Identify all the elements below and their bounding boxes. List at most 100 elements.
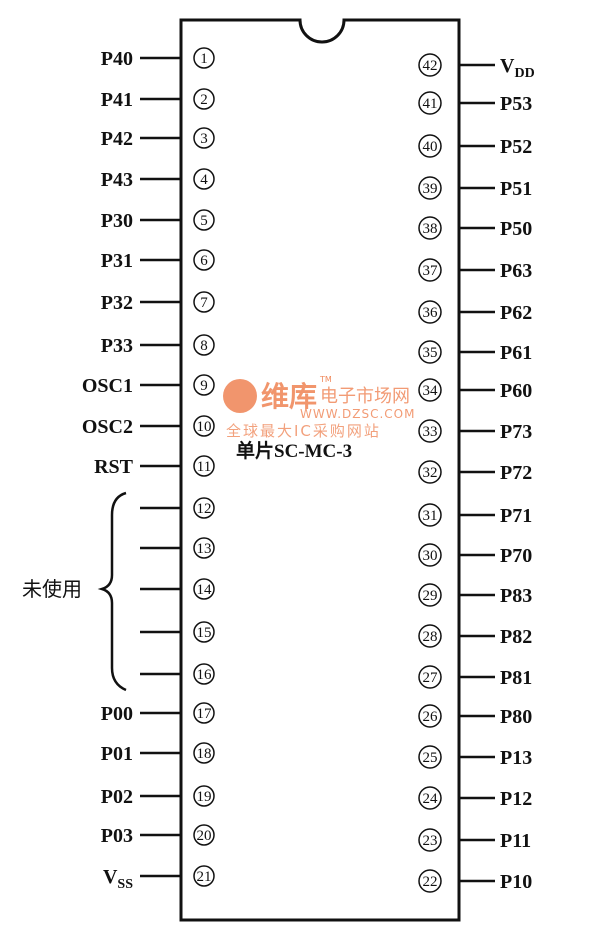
chip-label: 单片SC-MC-3 [236, 439, 352, 462]
pin-32: 32 P72 [418, 460, 532, 484]
pin-label: P62 [500, 302, 532, 324]
pin-label-text: P61 [500, 342, 532, 364]
pin-12: 12 [140, 497, 215, 519]
pin-31: 31 P71 [418, 503, 532, 527]
pin-label: P80 [500, 706, 532, 728]
pin-number-circle [193, 249, 215, 271]
pin-number-circle [418, 216, 442, 240]
pin-number: 31 [423, 508, 438, 524]
pin-number-circle [193, 497, 215, 519]
pin-number-circle [193, 663, 215, 685]
pin-label-text: P50 [500, 218, 532, 240]
pin-number-circle [193, 334, 215, 356]
pin-label-text: RST [94, 456, 134, 478]
pin-label: P13 [500, 747, 532, 769]
pin-label: P50 [500, 218, 532, 240]
pin-22: 22 P10 [418, 869, 532, 893]
pin-number-circle [418, 258, 442, 282]
pin-label-text: P62 [500, 302, 532, 324]
pin-number-circle [418, 583, 442, 607]
pin-number: 15 [197, 625, 212, 641]
pin-label: P72 [500, 462, 532, 484]
pin-number: 36 [423, 305, 439, 321]
pin-label-text: P13 [500, 747, 532, 769]
pin-number: 29 [423, 588, 438, 604]
pin-number-circle [418, 134, 442, 158]
pin-number-circle [418, 786, 442, 810]
pin-number-circle [418, 340, 442, 364]
pin-label: P53 [500, 93, 532, 115]
pin-number: 23 [423, 833, 438, 849]
chip-body [179, 18, 461, 922]
pin-label: P02 [101, 786, 133, 808]
pin-number: 42 [423, 58, 438, 74]
pin-40: 40 P52 [418, 134, 532, 158]
pin-label-subscript: SS [117, 877, 133, 892]
pin-label: P52 [500, 136, 532, 158]
pin-label: OSC2 [82, 416, 133, 438]
watermark-logo-icon [223, 379, 257, 413]
pin-number-circle [418, 378, 442, 402]
unused-label: 未使用 [22, 577, 82, 601]
pin-label-text: P01 [101, 743, 133, 765]
pin-number: 40 [423, 139, 438, 155]
pin-number: 34 [423, 383, 439, 399]
pin-number-circle [193, 47, 215, 69]
pin-label: P10 [500, 871, 532, 893]
pin-label-text: P83 [500, 585, 532, 607]
pin-label-text: OSC2 [82, 416, 133, 438]
pin-label-text: P03 [101, 825, 133, 847]
pin-number: 13 [197, 541, 212, 557]
pin-label: P43 [101, 169, 133, 191]
pin-number: 33 [423, 424, 438, 440]
pin-label-text: P51 [500, 178, 532, 200]
pin-label-text: P52 [500, 136, 532, 158]
pin-42: 42 VDD [418, 53, 535, 81]
pin-label-text: P10 [500, 871, 532, 893]
pin-number-circle [418, 543, 442, 567]
pin-number-circle [193, 865, 215, 887]
pin-number-circle [418, 300, 442, 324]
watermark-brand: 维库 [261, 380, 317, 413]
pin-label-text: P82 [500, 626, 532, 648]
pin-label: P71 [500, 505, 532, 527]
pin-number: 32 [423, 465, 438, 481]
pin-number: 16 [197, 667, 213, 683]
pin-number-circle [418, 91, 442, 115]
watermark: 维库 电子市场网 TM WWW.DZSC.COM 全球最大IC采购网站 [223, 375, 414, 440]
pin-15: 15 [140, 621, 215, 643]
pin-number-circle [193, 291, 215, 313]
pin-29: 29 P83 [418, 583, 532, 607]
pin-label-text: V [500, 55, 515, 77]
pin-number-circle [193, 824, 215, 846]
pin-label: P51 [500, 178, 532, 200]
pin-label: VDD [500, 55, 535, 81]
pin-number: 21 [197, 869, 212, 885]
pin-label: P63 [500, 260, 532, 282]
pin-number-circle [193, 621, 215, 643]
pin-number-circle [193, 537, 215, 559]
pin-number: 1 [200, 51, 208, 67]
pin-13: 13 [140, 537, 215, 559]
pin-label: P32 [101, 292, 133, 314]
pin-number-circle [193, 374, 215, 396]
pin-number-circle [193, 415, 215, 437]
pin-label-text: P63 [500, 260, 532, 282]
pin-number: 22 [423, 874, 438, 890]
pin-36: 36 P62 [418, 300, 532, 324]
pin-label: P83 [500, 585, 532, 607]
pin-number-circle [193, 455, 215, 477]
pin-number-circle [418, 419, 442, 443]
